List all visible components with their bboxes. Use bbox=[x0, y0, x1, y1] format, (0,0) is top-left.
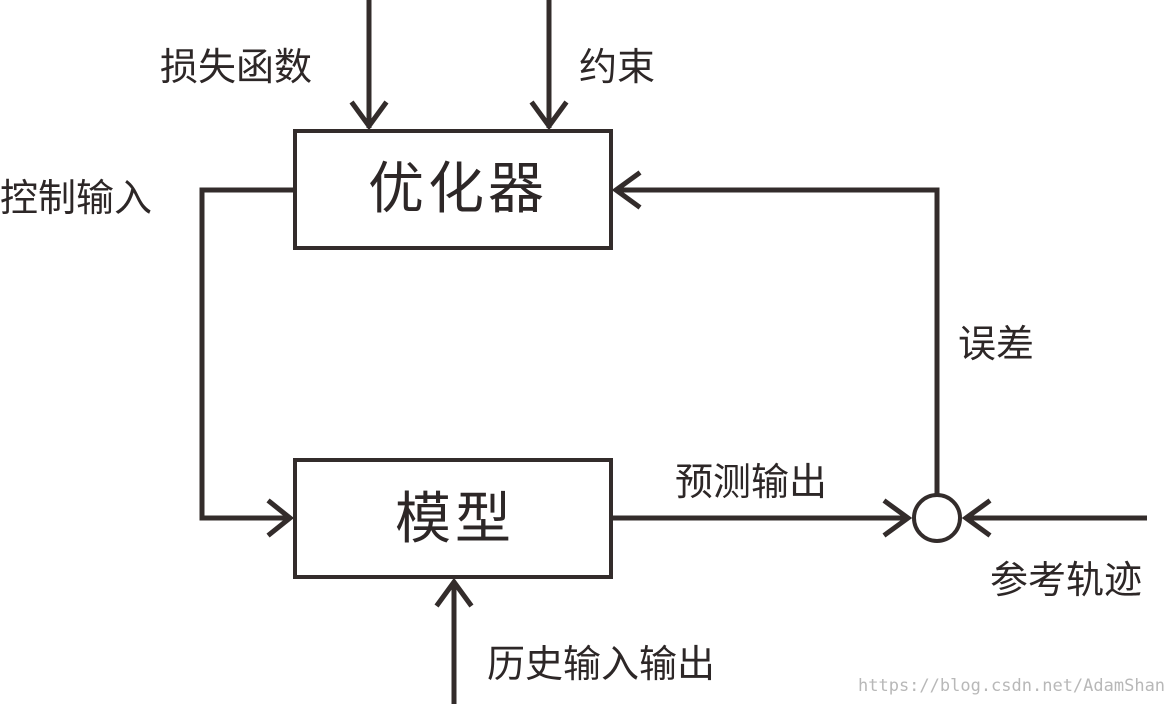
predicted-output-arrow bbox=[611, 498, 913, 538]
watermark: https://blog.csdn.net/AdamShan bbox=[858, 676, 1165, 696]
loss-function-arrow bbox=[349, 0, 389, 131]
control-input-label: 控制输入 bbox=[0, 176, 152, 220]
constraint-arrow bbox=[529, 0, 569, 131]
control-input-arrow bbox=[199, 187, 295, 538]
model-block: 模型 bbox=[293, 458, 613, 579]
loss-function-label: 损失函数 bbox=[160, 45, 312, 89]
model-label: 模型 bbox=[395, 487, 515, 552]
reference-trajectory-arrow bbox=[961, 498, 1147, 538]
reference-trajectory-label: 参考轨迹 bbox=[990, 558, 1142, 602]
history-io-arrow bbox=[434, 577, 474, 704]
predicted-output-label: 预测输出 bbox=[675, 460, 827, 504]
optimizer-block: 优化器 bbox=[293, 129, 613, 250]
optimizer-label: 优化器 bbox=[368, 157, 548, 222]
constraint-label: 约束 bbox=[579, 45, 655, 89]
error-feedback-arrow bbox=[611, 170, 940, 495]
history-io-label: 历史输入输出 bbox=[487, 642, 715, 686]
summing-junction bbox=[912, 493, 962, 543]
error-label: 误差 bbox=[958, 322, 1034, 366]
